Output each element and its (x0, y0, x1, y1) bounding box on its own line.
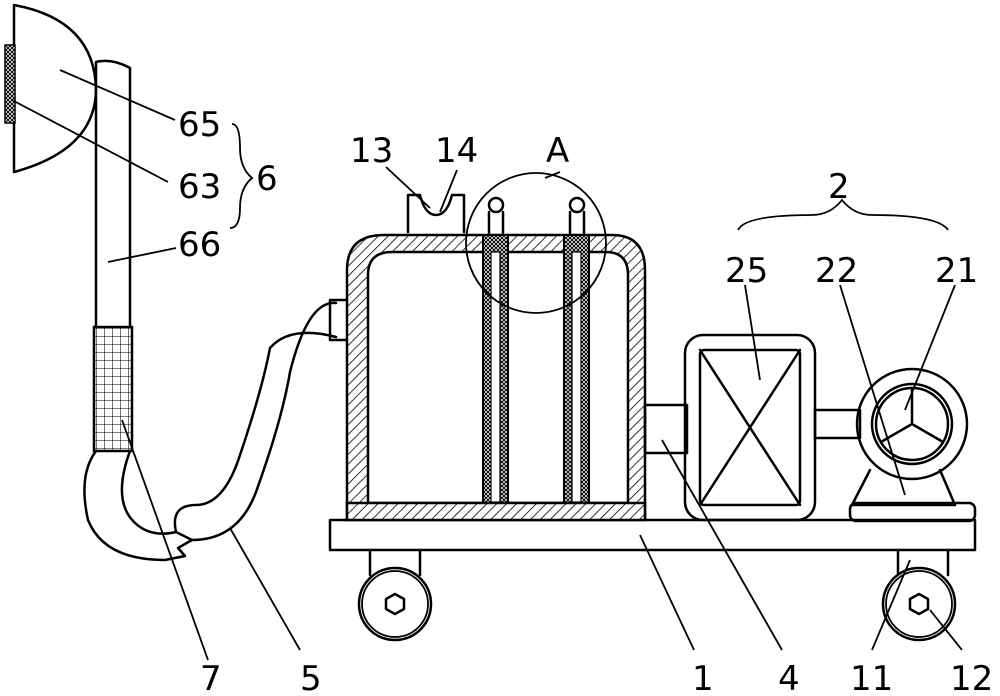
label-66: 66 (178, 225, 221, 265)
label-7: 7 (200, 659, 222, 696)
label-12: 12 (950, 659, 993, 696)
detail-circle-a (465, 172, 607, 314)
inlet-cap (406, 193, 466, 234)
label-11: 11 (850, 659, 893, 696)
label-22: 22 (815, 251, 858, 291)
collection-tank (345, 196, 647, 520)
label-2: 2 (828, 167, 850, 207)
leader-lines (11, 69, 963, 661)
main-hose-edge (173, 331, 338, 534)
left-wheel (357, 548, 433, 642)
label-4: 4 (778, 659, 800, 696)
label-21: 21 (935, 251, 978, 291)
label-14: 14 (435, 131, 478, 171)
label-a: A (546, 131, 569, 171)
label-6: 6 (256, 159, 278, 199)
filter-box (683, 333, 817, 522)
connecting-pipe (643, 403, 689, 455)
base-platform (328, 518, 977, 552)
handle-tube (92, 59, 134, 453)
label-5: 5 (300, 659, 322, 696)
right-wheel (881, 548, 957, 642)
main-hose (190, 301, 338, 542)
label-65: 65 (178, 105, 221, 145)
pump-pipe (813, 408, 862, 440)
label-25: 25 (725, 251, 768, 291)
label-1: 1 (692, 659, 714, 696)
label-63: 63 (178, 167, 221, 207)
pump (848, 367, 977, 523)
u-bend-hose (83, 449, 194, 562)
label-13: 13 (350, 131, 393, 171)
labels: 65 63 66 6 13 14 A 2 25 22 21 7 5 1 4 11… (178, 105, 993, 696)
brush-strip (4, 44, 16, 124)
suction-head (4, 3, 98, 174)
